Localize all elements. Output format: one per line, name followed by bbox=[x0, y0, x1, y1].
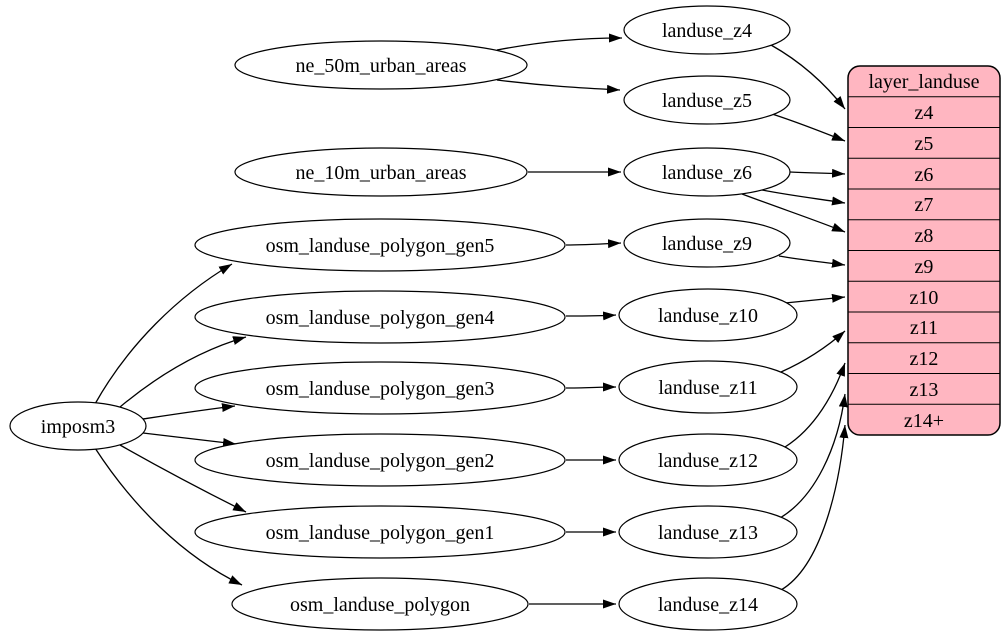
edge-landuse-z6-to-row-z6 bbox=[789, 168, 846, 178]
node-ellipse-osm-landuse-polygon-gen2 bbox=[194, 433, 566, 487]
node-ellipse-osm-landuse-polygon-gen1 bbox=[194, 505, 566, 559]
node-ellipse-landuse-z13 bbox=[618, 505, 798, 559]
node-landuse-z6: landuse_z6 bbox=[623, 147, 791, 197]
node-ellipse-landuse-z12 bbox=[618, 433, 798, 487]
edge-imposm3-to-osm-landuse-polygon bbox=[94, 447, 243, 586]
edge-landuse-z12-to-row-z12 bbox=[784, 362, 846, 448]
node-landuse-z13: landuse_z13 bbox=[618, 505, 798, 559]
node-label-landuse-z4: landuse_z4 bbox=[662, 20, 752, 42]
node-label-osm-landuse-polygon-gen5: osm_landuse_polygon_gen5 bbox=[266, 235, 495, 257]
edge-landuse-z9-to-row-z9 bbox=[778, 255, 846, 268]
node-osm-landuse-polygon-gen5: osm_landuse_polygon_gen5 bbox=[194, 218, 566, 272]
node-osm-landuse-polygon-gen4: osm_landuse_polygon_gen4 bbox=[194, 290, 566, 344]
node-ellipse-osm-landuse-polygon-gen5 bbox=[194, 218, 566, 272]
table-row-z7: z7 bbox=[915, 194, 934, 216]
table-title: layer_landuse bbox=[868, 71, 979, 93]
node-ellipse-landuse-z4 bbox=[623, 5, 791, 55]
node-label-osm-landuse-polygon: osm_landuse_polygon bbox=[290, 594, 470, 616]
node-landuse-z10: landuse_z10 bbox=[618, 288, 798, 342]
node-ellipse-ne-10m-urban-areas bbox=[234, 147, 528, 197]
edge-ne-50m-urban-areas-to-landuse-z5 bbox=[496, 79, 621, 94]
node-label-osm-landuse-polygon-gen1: osm_landuse_polygon_gen1 bbox=[266, 522, 495, 544]
node-label-osm-landuse-polygon-gen2: osm_landuse_polygon_gen2 bbox=[266, 450, 495, 472]
node-label-landuse-z12: landuse_z12 bbox=[658, 450, 758, 472]
table-layer-landuse: layer_landuse z4 z5 z6 z7 z8 z9 z10 z11 … bbox=[847, 65, 1001, 436]
table-row-z10: z10 bbox=[910, 287, 939, 309]
table-row-z9: z9 bbox=[915, 256, 934, 278]
node-landuse-z4: landuse_z4 bbox=[623, 5, 791, 55]
edge-imposm3-to-osm-landuse-polygon-gen1 bbox=[119, 444, 247, 513]
edge-imposm3-to-osm-landuse-polygon-gen5 bbox=[94, 263, 233, 405]
table-row-z8: z8 bbox=[915, 225, 934, 247]
node-label-landuse-z11: landuse_z11 bbox=[658, 377, 757, 399]
edge-landuse-z10-to-row-z10 bbox=[784, 293, 846, 304]
edge-landuse-z4-to-row-z4 bbox=[770, 44, 846, 110]
node-osm-landuse-polygon-gen3: osm_landuse_polygon_gen3 bbox=[194, 361, 566, 415]
node-ne-10m-urban-areas: ne_10m_urban_areas bbox=[234, 147, 528, 197]
node-ellipse-landuse-z11 bbox=[618, 360, 798, 414]
edge-osm-landuse-polygon-gen5-to-landuse-z9 bbox=[565, 239, 622, 249]
node-ellipse-ne-50m-urban-areas bbox=[234, 40, 528, 90]
table-row-z13: z13 bbox=[910, 379, 939, 401]
node-osm-landuse-polygon: osm_landuse_polygon bbox=[231, 577, 529, 631]
node-label-ne-50m-urban-areas: ne_50m_urban_areas bbox=[295, 55, 466, 77]
node-osm-landuse-polygon-gen1: osm_landuse_polygon_gen1 bbox=[194, 505, 566, 559]
table-row-z14plus: z14+ bbox=[904, 410, 944, 432]
edge-landuse-z11-to-row-z11 bbox=[780, 330, 846, 373]
edge-landuse-z5-to-row-z5 bbox=[771, 113, 846, 142]
node-label-ne-10m-urban-areas: ne_10m_urban_areas bbox=[295, 162, 466, 184]
node-label-landuse-z5: landuse_z5 bbox=[662, 90, 752, 112]
node-landuse-z11: landuse_z11 bbox=[618, 360, 798, 414]
node-ellipse-osm-landuse-polygon bbox=[231, 577, 529, 631]
node-label-osm-landuse-polygon-gen4: osm_landuse_polygon_gen4 bbox=[266, 307, 495, 329]
node-label-landuse-z9: landuse_z9 bbox=[662, 233, 752, 255]
node-ellipse-landuse-z6 bbox=[623, 147, 791, 197]
table-row-z4: z4 bbox=[915, 102, 934, 124]
edge-imposm3-to-osm-landuse-polygon-gen2 bbox=[142, 432, 237, 447]
node-label-landuse-z6: landuse_z6 bbox=[662, 162, 752, 184]
node-ellipse-osm-landuse-polygon-gen4 bbox=[194, 290, 566, 344]
edge-osm-landuse-polygon-gen3-to-landuse-z11 bbox=[565, 382, 617, 392]
table-row-z12: z12 bbox=[910, 348, 939, 370]
table-row-z11: z11 bbox=[910, 317, 938, 339]
node-ellipse-landuse-z9 bbox=[623, 218, 791, 268]
edge-landuse-z13-to-row-z13 bbox=[779, 393, 848, 519]
edge-layer bbox=[94, 33, 849, 609]
edge-imposm3-to-osm-landuse-polygon-gen4 bbox=[119, 336, 247, 408]
node-landuse-z12: landuse_z12 bbox=[618, 433, 798, 487]
node-ne-50m-urban-areas: ne_50m_urban_areas bbox=[234, 40, 528, 90]
node-ellipse-osm-landuse-polygon-gen3 bbox=[194, 361, 566, 415]
node-landuse-z5: landuse_z5 bbox=[623, 75, 791, 125]
node-label-landuse-z10: landuse_z10 bbox=[658, 305, 758, 327]
table-row-z5: z5 bbox=[915, 133, 934, 155]
node-ellipse-imposm3 bbox=[9, 401, 147, 451]
node-landuse-z14: landuse_z14 bbox=[618, 577, 798, 631]
node-landuse-z9: landuse_z9 bbox=[623, 218, 791, 268]
node-label-osm-landuse-polygon-gen3: osm_landuse_polygon_gen3 bbox=[266, 378, 495, 400]
node-ellipse-landuse-z10 bbox=[618, 288, 798, 342]
node-osm-landuse-polygon-gen2: osm_landuse_polygon_gen2 bbox=[194, 433, 566, 487]
edge-ne-50m-urban-areas-to-landuse-z4 bbox=[496, 33, 623, 51]
node-label-landuse-z13: landuse_z13 bbox=[658, 522, 758, 544]
node-imposm3: imposm3 bbox=[9, 401, 147, 451]
node-label-imposm3: imposm3 bbox=[41, 416, 115, 438]
node-ellipse-landuse-z5 bbox=[623, 75, 791, 125]
edge-imposm3-to-osm-landuse-polygon-gen3 bbox=[142, 403, 236, 420]
edge-landuse-z14-to-row-z14plus bbox=[780, 424, 849, 591]
edge-landuse-z6-to-row-z7 bbox=[761, 189, 846, 206]
node-label-landuse-z14: landuse_z14 bbox=[658, 594, 758, 616]
node-ellipse-landuse-z14 bbox=[618, 577, 798, 631]
edge-osm-landuse-polygon-gen4-to-landuse-z10 bbox=[565, 311, 617, 321]
table-row-z6: z6 bbox=[915, 164, 934, 186]
edge-landuse-z6-to-row-z8 bbox=[741, 193, 846, 233]
